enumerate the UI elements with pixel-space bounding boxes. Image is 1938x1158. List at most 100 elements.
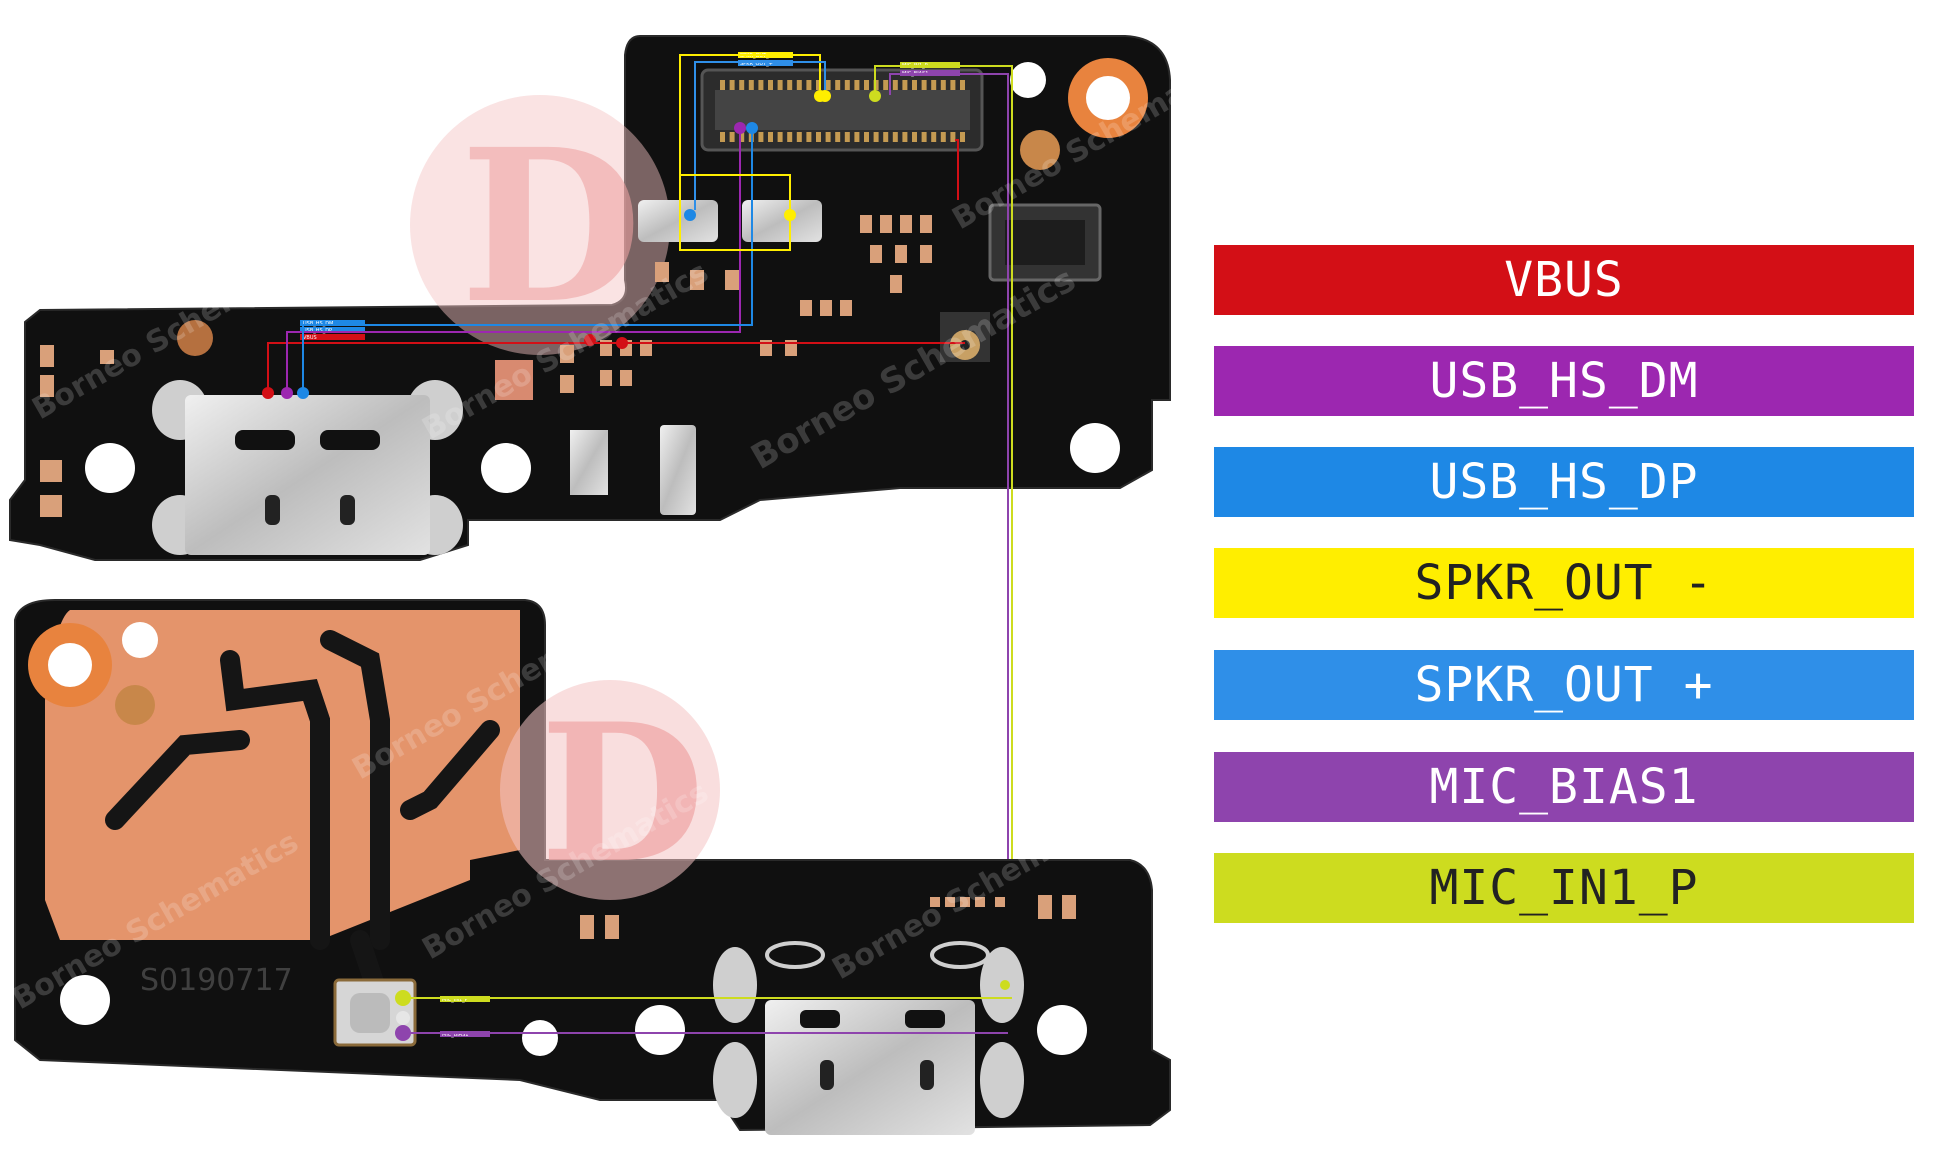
connector-pin: [950, 80, 956, 90]
connector-pin: [806, 132, 812, 142]
connector-pin: [816, 132, 821, 142]
legend-label: SPKR_OUT -: [1414, 555, 1714, 611]
connector-pin: [748, 80, 754, 90]
connector-pin: [921, 132, 927, 142]
connector-pin: [931, 132, 937, 142]
smd-components-bottom: [580, 895, 1076, 939]
connector-pin: [902, 132, 908, 142]
connector-pin: [796, 132, 802, 142]
top-board: D: [9, 35, 1245, 1036]
legend-label: MIC_IN1_P: [1429, 860, 1699, 916]
connector-pin: [787, 132, 793, 142]
antenna-connector: [940, 312, 990, 362]
borneo-logo-watermark-bottom: D: [500, 680, 720, 905]
hole-bottom-4: [522, 1020, 558, 1056]
connector-pin: [931, 80, 937, 90]
legend-mic-in1-p: MIC_IN1_P: [1214, 853, 1914, 923]
connector-pin: [854, 132, 860, 142]
hole-top-3: [85, 443, 135, 493]
connector-pin: [902, 80, 908, 90]
hole-bottom-5: [635, 1005, 685, 1055]
connector-pin: [883, 80, 889, 90]
connector-pin: [912, 132, 917, 142]
connector-pin: [816, 80, 821, 90]
legend-usb-hs-dp: USB_HS_DP: [1214, 447, 1914, 517]
hole-top-2: [1070, 423, 1120, 473]
connector-pin: [777, 80, 783, 90]
connector-pin: [960, 80, 965, 90]
connector-pin: [758, 132, 764, 142]
speaker-contact-1: [638, 200, 718, 242]
vibrator-contact: [660, 425, 696, 515]
connector-pin: [729, 132, 735, 142]
test-points-top: [262, 90, 881, 399]
connector-pin: [720, 132, 725, 142]
mount-pad-left: [177, 320, 213, 356]
board-code: S0190717: [140, 963, 293, 998]
connector-pin: [854, 80, 860, 90]
legend-label: SPKR_OUT +: [1414, 657, 1714, 713]
connector-pin: [739, 80, 745, 90]
mount-pad: [1020, 130, 1060, 170]
connector-pin: [777, 132, 783, 142]
connector-pin: [720, 80, 725, 90]
hole-bottom-1: [122, 622, 158, 658]
connector-pin: [825, 80, 831, 90]
hole-top-4: [481, 443, 531, 493]
connector-pin: [960, 132, 965, 142]
hole-bottom-3: [1037, 1005, 1087, 1055]
hole-bottom-2: [60, 975, 110, 1025]
connector-pin: [844, 80, 850, 90]
connector-pin: [796, 80, 802, 90]
borneo-logo-watermark: D: [410, 95, 670, 355]
connector-pin: [835, 80, 841, 90]
signal-traces-bottom: [411, 997, 1012, 1034]
bottom-board: D S0190717: [7, 595, 1171, 1135]
legend-label: USB_HS_DP: [1429, 454, 1699, 510]
speaker-contact-2: [742, 200, 822, 242]
net-label-vbus: VBUS: [303, 335, 317, 341]
connector-pin: [729, 80, 735, 90]
net-label-mic-in: MIC_IN1_P: [442, 997, 468, 1003]
connector-pin: [758, 80, 764, 90]
legend-vbus: VBUS: [1214, 245, 1914, 315]
connector-pin: [806, 80, 812, 90]
connector-pin: [873, 132, 879, 142]
usb-port-top: [152, 380, 463, 555]
connector-pin: [739, 132, 745, 142]
board-connector: [700, 68, 984, 152]
connector-pin: [892, 132, 898, 142]
connector-pin: [768, 80, 773, 90]
net-label-spkr-plus: SPKR_OUT_+: [740, 61, 773, 67]
copper-pour: [45, 610, 520, 940]
hole-top-1: [1010, 62, 1046, 98]
connector-pin: [873, 80, 879, 90]
inductor: [495, 360, 533, 400]
net-label-mic-bias: MIC_BIAS1: [442, 1032, 468, 1038]
connector-pin: [921, 80, 927, 90]
connector-pin: [844, 132, 850, 142]
connector-pin: [892, 80, 898, 90]
legend-label: VBUS: [1504, 252, 1624, 308]
connector-pin: [825, 132, 831, 142]
microphone: [333, 978, 417, 1047]
svg-text:D: D: [460, 103, 642, 350]
connector-pin: [768, 132, 773, 142]
connector-pin: [912, 80, 917, 90]
connector-pin: [864, 80, 869, 90]
legend-usb-hs-dm: USB_HS_DM: [1214, 346, 1914, 416]
connector-pin: [940, 132, 946, 142]
legend-mic-bias1: MIC_BIAS1: [1214, 752, 1914, 822]
connector-pin: [883, 132, 889, 142]
connector-pin: [864, 132, 869, 142]
legend-label: MIC_BIAS1: [1429, 759, 1699, 815]
svg-text:D: D: [540, 682, 705, 905]
connector-pin: [940, 80, 946, 90]
connector-pin: [787, 80, 793, 90]
connector-pin: [835, 132, 841, 142]
legend-spkr-out-plus: SPKR_OUT +: [1214, 650, 1914, 720]
connector-pin: [950, 132, 956, 142]
smd-components: [40, 215, 932, 517]
legend-label: USB_HS_DM: [1429, 353, 1699, 409]
